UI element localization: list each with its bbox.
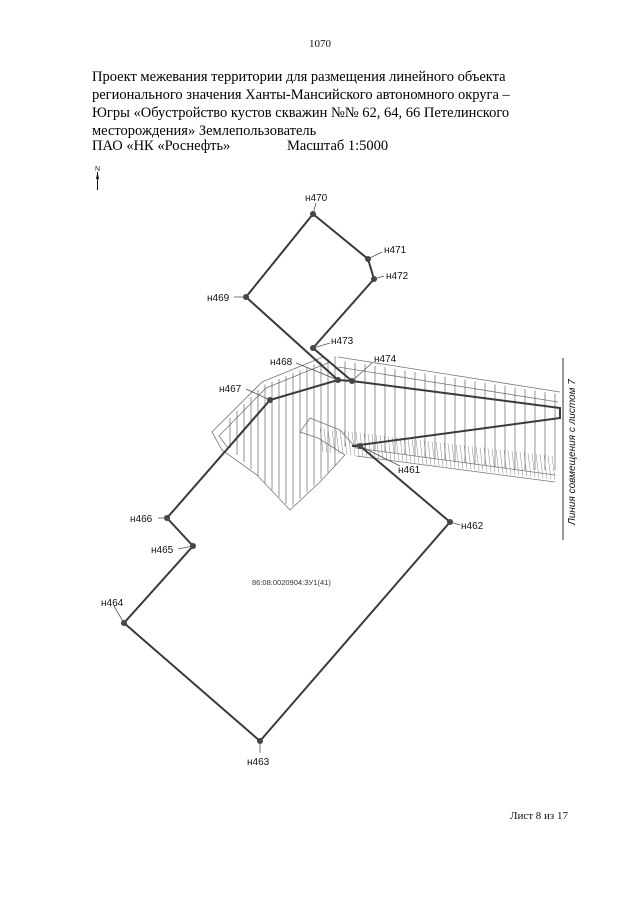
hatch-line bbox=[371, 434, 376, 459]
title-line: Югры «Обустройство кустов скважин №№ 62,… bbox=[92, 105, 510, 121]
hatch-line bbox=[535, 453, 540, 478]
map-scale: Масштаб 1:5000 bbox=[287, 138, 389, 154]
page-number: 1070 bbox=[309, 38, 331, 50]
hatch-line bbox=[547, 455, 552, 480]
hatch-line bbox=[403, 438, 408, 463]
cadastral-number: 86:08:0020904:ЗУ1(41) bbox=[252, 578, 331, 587]
hatch-line bbox=[319, 427, 324, 453]
sheet-number: Лист 8 из 17 bbox=[510, 810, 569, 822]
hatch-line bbox=[435, 441, 440, 466]
north-arrow-icon: N bbox=[95, 166, 100, 190]
hatch-line bbox=[483, 447, 488, 472]
parcel-boundary-main bbox=[122, 379, 561, 743]
hatch-line bbox=[479, 447, 484, 472]
hatch-line bbox=[451, 443, 456, 468]
point-label-n461: н461 bbox=[398, 465, 421, 476]
hatch-line bbox=[495, 449, 500, 474]
hatching-upper-strip bbox=[344, 361, 556, 470]
hatch-line bbox=[375, 434, 380, 459]
hatch-line bbox=[331, 429, 336, 454]
title-line: Проект межевания территории для размещен… bbox=[92, 69, 506, 85]
hatch-line bbox=[411, 439, 416, 464]
label-leaders bbox=[113, 202, 461, 753]
hatch-line bbox=[327, 428, 332, 453]
hatch-line bbox=[399, 437, 404, 462]
hatch-line bbox=[475, 446, 480, 471]
point-label-n463: н463 bbox=[247, 757, 270, 768]
hatch-line bbox=[419, 439, 424, 465]
hatch-line bbox=[523, 452, 528, 477]
point-label-n468: н468 bbox=[270, 357, 293, 368]
hatch-line bbox=[431, 441, 436, 466]
hatch-line bbox=[379, 435, 384, 460]
hatch-line bbox=[467, 445, 472, 470]
point-label-n473: н473 bbox=[331, 336, 354, 347]
hatch-line bbox=[323, 428, 328, 453]
point-label-n471: н471 bbox=[384, 245, 407, 256]
hatch-line bbox=[507, 450, 512, 475]
hatch-line bbox=[511, 451, 516, 476]
hatch-line bbox=[407, 438, 412, 463]
hatch-line bbox=[531, 453, 536, 478]
hatch-line bbox=[383, 435, 388, 460]
hatch-line bbox=[439, 442, 444, 467]
north-letter: N bbox=[95, 166, 100, 173]
hatch-line bbox=[423, 440, 428, 465]
hatch-line bbox=[335, 429, 340, 454]
hatch-line bbox=[351, 431, 356, 456]
hatch-line bbox=[455, 444, 460, 469]
adjacent-object-outline bbox=[211, 356, 561, 511]
hatch-line bbox=[491, 448, 496, 473]
hatch-line bbox=[515, 451, 520, 476]
hatch-line bbox=[499, 449, 504, 474]
hatch-line bbox=[487, 448, 492, 473]
point-label-n465: н465 bbox=[151, 545, 174, 556]
title-line: регионального значения Ханты-Мансийского… bbox=[92, 87, 510, 103]
hatch-line bbox=[395, 437, 400, 462]
point-label-n472: н472 bbox=[386, 271, 409, 282]
hatch-line bbox=[343, 430, 348, 455]
hatch-line bbox=[347, 431, 352, 456]
point-label-n466: н466 bbox=[130, 514, 153, 525]
hatch-line bbox=[539, 454, 544, 479]
title-line: месторождения» Землепользователь bbox=[92, 123, 317, 139]
land-user: ПАО «НК «Роснефть» bbox=[92, 138, 231, 154]
hatch-line bbox=[519, 451, 524, 477]
point-label-n474: н474 bbox=[374, 354, 397, 365]
parcel-boundary-upper bbox=[245, 212, 376, 383]
match-line-label: Линия совмещения с листом 7 bbox=[567, 379, 578, 526]
hatch-line bbox=[471, 446, 476, 471]
hatch-line bbox=[503, 450, 508, 475]
point-label-n469: н469 bbox=[207, 293, 230, 304]
document-title: Проект межевания территории для размещен… bbox=[92, 68, 562, 140]
hatch-line bbox=[527, 452, 532, 477]
hatch-line bbox=[415, 439, 420, 464]
hatch-line bbox=[443, 442, 448, 467]
point-label-n467: н467 bbox=[219, 384, 242, 395]
hatch-line bbox=[543, 454, 548, 479]
hatch-line bbox=[339, 430, 344, 455]
point-label-n470: н470 bbox=[305, 193, 328, 204]
hatch-line bbox=[427, 440, 432, 465]
hatch-line bbox=[551, 455, 556, 480]
hatch-line bbox=[463, 445, 468, 470]
point-label-n462: н462 bbox=[461, 521, 484, 532]
hatch-line bbox=[459, 444, 464, 469]
hatch-line bbox=[363, 433, 368, 458]
hatch-line bbox=[447, 443, 452, 468]
hatch-line bbox=[387, 436, 392, 461]
point-label-n464: н464 bbox=[101, 598, 124, 609]
